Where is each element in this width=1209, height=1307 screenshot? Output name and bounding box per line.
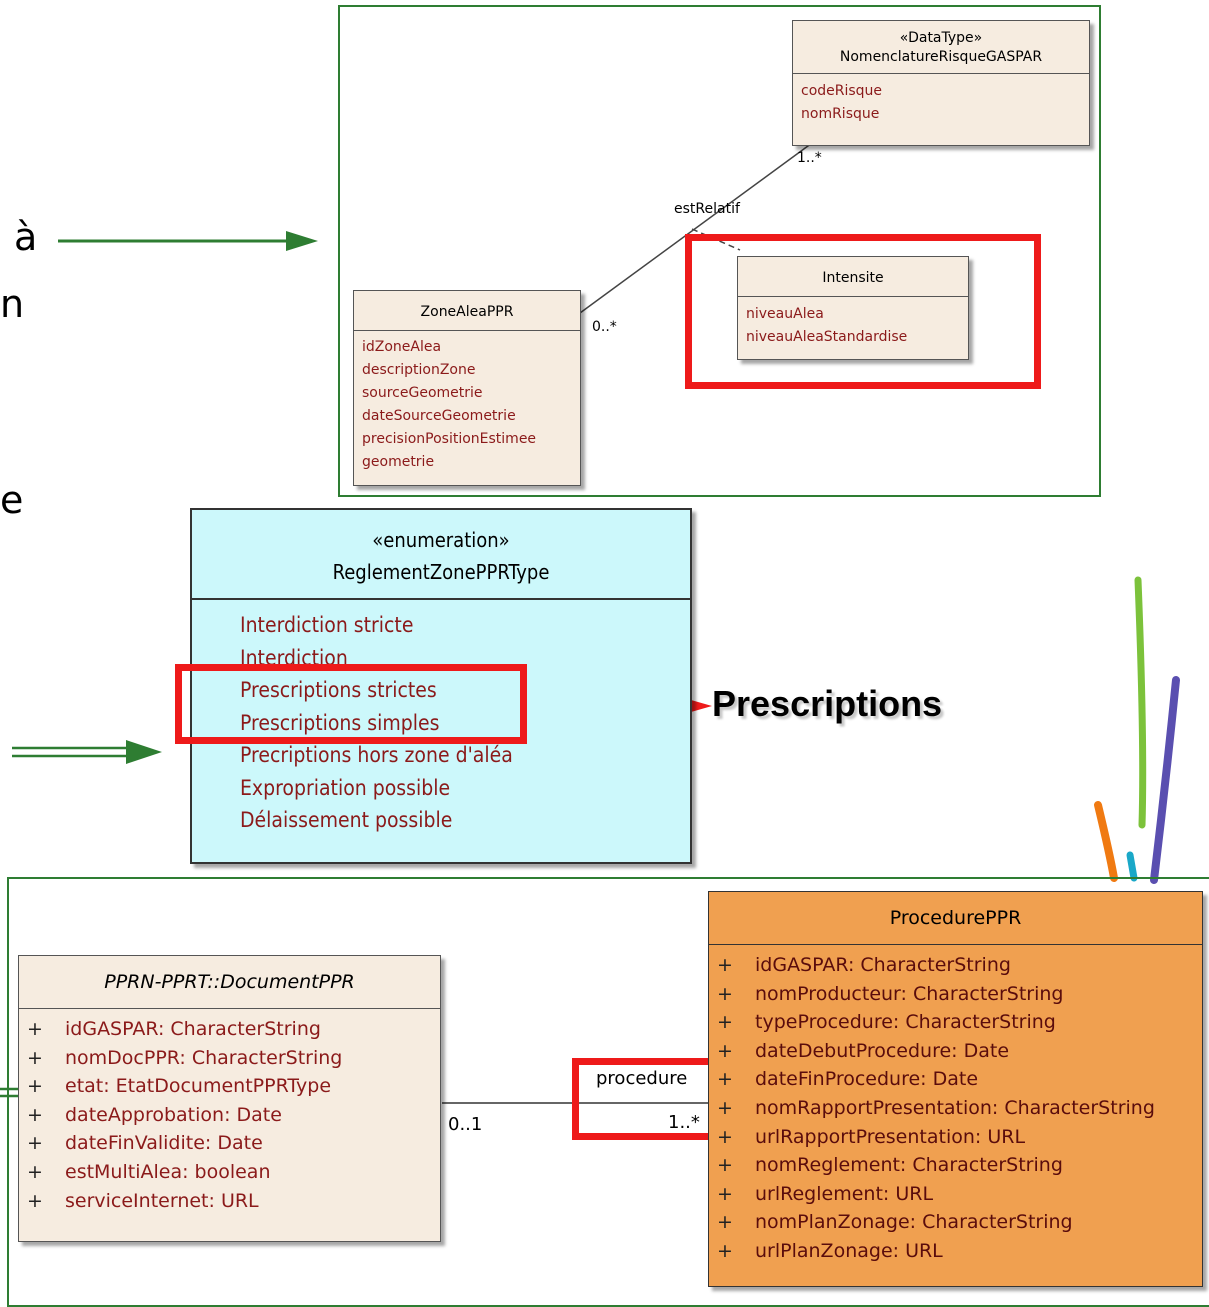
enumeration-reglement-zone-ppr-type: «enumeration» ReglementZonePPRType Inter… [190, 508, 692, 864]
zone-alea-attr: dateSourceGeometrie [362, 408, 516, 424]
assoc-class-link [691, 228, 741, 251]
document-attr: +nomDocPPR: CharacterString [27, 1046, 343, 1069]
procedure-attr: +urlReglement: URL [717, 1182, 934, 1205]
intensite-name: Intensite [822, 270, 884, 286]
enum-literal: Délaissement possible [240, 808, 453, 832]
document-attr: +estMultiAlea: boolean [27, 1160, 271, 1183]
enum-literal: Interdiction stricte [240, 613, 414, 637]
document-attr: +etat: EtatDocumentPPRType [27, 1075, 332, 1098]
enumeration-name: ReglementZonePPRType [332, 560, 550, 584]
multiplicity-document-side: 0..1 [448, 1114, 483, 1135]
highlight-prescriptions-literals [175, 664, 527, 744]
class-intensite: Intensite niveauAlea niveauAleaStandardi… [737, 256, 969, 360]
procedure-attr: +urlPlanZonage: URL [717, 1239, 943, 1262]
enum-literal: Expropriation possible [240, 775, 451, 800]
zone-alea-attr: idZoneAlea [362, 339, 442, 355]
nomenclature-stereotype: «DataType» [899, 30, 983, 46]
zone-alea-attr: sourceGeometrie [362, 385, 483, 401]
class-zone-alea-ppr: ZoneAleaPPR idZoneAlea descriptionZone s… [353, 290, 581, 486]
class-document-ppr: PPRN-PPRT::DocumentPPR +idGASPAR: Charac… [18, 955, 441, 1242]
procedure-attr: +nomRapportPresentation: CharacterString [717, 1096, 1155, 1119]
document-name: PPRN-PPRT::DocumentPPR [104, 971, 355, 993]
prescriptions-callout: Prescriptions [712, 683, 943, 724]
nomenclature-attr: nomRisque [801, 106, 880, 122]
nomenclature-attr: codeRisque [801, 83, 883, 99]
nomenclature-name: NomenclatureRisqueGASPAR [839, 49, 1043, 65]
association-role-procedure: procedure [596, 1068, 688, 1089]
document-attr: +idGASPAR: CharacterString [27, 1018, 321, 1040]
class-procedure-ppr: ProcedurePPR +idGASPAR: CharacterString … [708, 891, 1203, 1287]
procedure-name: ProcedurePPR [889, 907, 1022, 929]
enum-literal: Precriptions hors zone d'aléa [240, 743, 513, 767]
multiplicity-source: 0..* [592, 319, 617, 335]
procedure-attr: +dateDebutProcedure: Date [717, 1039, 1010, 1062]
zone-alea-name: ZoneAleaPPR [420, 304, 514, 320]
procedure-attr: +nomProducteur: CharacterString [717, 982, 1064, 1005]
procedure-attr: +typeProcedure: CharacterString [717, 1011, 1056, 1034]
left-text-n: n [0, 282, 25, 326]
intensite-attr: niveauAlea [746, 306, 824, 322]
enumeration-stereotype: «enumeration» [372, 528, 510, 552]
zone-alea-attr: precisionPositionEstimee [362, 431, 537, 447]
highlight-intensite [685, 234, 1041, 389]
document-attr: +dateFinValidite: Date [27, 1132, 263, 1155]
intensite-attr: niveauAleaStandardise [746, 329, 908, 345]
class-nomenclature-risque-gaspar: «DataType» NomenclatureRisqueGASPAR code… [792, 20, 1090, 146]
enum-literal: Prescriptions simples [240, 710, 440, 735]
zone-alea-attr: geometrie [362, 454, 435, 470]
left-text-a: à [14, 215, 38, 259]
multiplicity-target: 1..* [797, 150, 822, 166]
left-text-e: e [0, 478, 24, 522]
multiplicity-procedure-side: 1..* [668, 1112, 700, 1133]
document-attr: +dateApprobation: Date [27, 1103, 282, 1126]
top-diagram-frame [338, 5, 1101, 497]
procedure-attr: +nomReglement: CharacterString [717, 1154, 1063, 1177]
zone-alea-attr: descriptionZone [362, 362, 476, 378]
procedure-attr: +nomPlanZonage: CharacterString [717, 1211, 1073, 1234]
association-name-est-relatif: estRelatif [674, 201, 740, 217]
procedure-attr: +idGASPAR: CharacterString [717, 954, 1011, 976]
enum-literal: Prescriptions strictes [240, 678, 437, 702]
highlight-procedure-role [572, 1058, 717, 1140]
document-attr: +serviceInternet: URL [27, 1189, 259, 1212]
procedure-attr: +dateFinProcedure: Date [717, 1068, 979, 1091]
assoc-zone-nomenclature [579, 142, 813, 314]
procedure-attr: +urlRapportPresentation: URL [717, 1125, 1026, 1148]
